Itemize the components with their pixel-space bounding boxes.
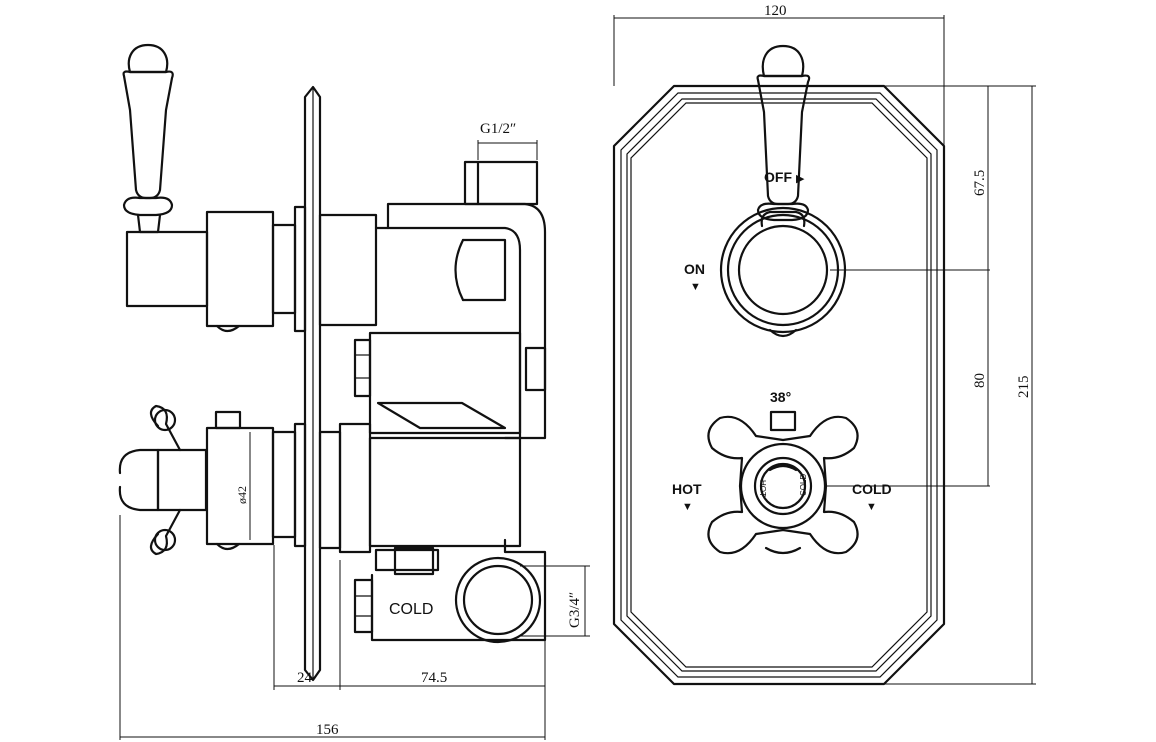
dim-front	[613, 15, 1036, 685]
cross-handle-side	[149, 404, 182, 556]
dial-hot-label: HOT	[758, 480, 767, 497]
on-arrow-icon: ▼	[690, 281, 701, 293]
lever-handle-front	[756, 44, 811, 222]
upper-stem	[125, 205, 307, 333]
cold-side-label: COLD	[389, 601, 433, 618]
valve-body-middle	[353, 331, 522, 435]
total-depth-label: 156	[316, 722, 339, 738]
side-view: G1/2″ G3/4″ ø42 24 74.5 156 COLD	[118, 43, 590, 740]
hot-arrow-icon: ▼	[682, 501, 693, 513]
cold-front-label: COLD	[852, 481, 892, 497]
plate-depth-label: 24	[297, 670, 313, 686]
dim-pipe-thread	[477, 140, 538, 160]
dim-outlet-thread	[520, 565, 590, 637]
outlet-thread-label: G3/4″	[567, 592, 583, 628]
cold-arrow-icon: ▼	[866, 501, 877, 513]
on-label: ON	[684, 261, 705, 277]
outlet-side	[353, 538, 547, 644]
height-total-label: 215	[1016, 376, 1032, 399]
thermostat-cross-knob	[707, 410, 859, 555]
dim-bottom-side	[119, 515, 546, 740]
dial-cold-label: COLD	[799, 474, 808, 496]
knob-dia-label: ø42	[235, 486, 249, 504]
valve-body-upper	[318, 160, 547, 440]
lower-stem	[118, 410, 522, 554]
height-upper-label: 67.5	[972, 170, 988, 196]
off-label: OFF	[764, 169, 792, 185]
hot-label: HOT	[672, 481, 702, 497]
off-arrow-icon: ▶	[796, 173, 805, 185]
width-top-label: 120	[764, 3, 787, 19]
lever-handle-side	[122, 43, 174, 234]
body-depth-label: 74.5	[421, 670, 447, 686]
diverter-knob	[719, 206, 847, 338]
height-mid-label: 80	[972, 373, 988, 388]
front-view: 120 67.5 80 215 OFF ▶ ON ▼ 38° HOT ▼ COL…	[612, 3, 1036, 686]
temp-label: 38°	[770, 389, 791, 405]
pipe-thread-label: G1/2″	[480, 121, 516, 137]
wall-plate-side	[303, 85, 322, 682]
